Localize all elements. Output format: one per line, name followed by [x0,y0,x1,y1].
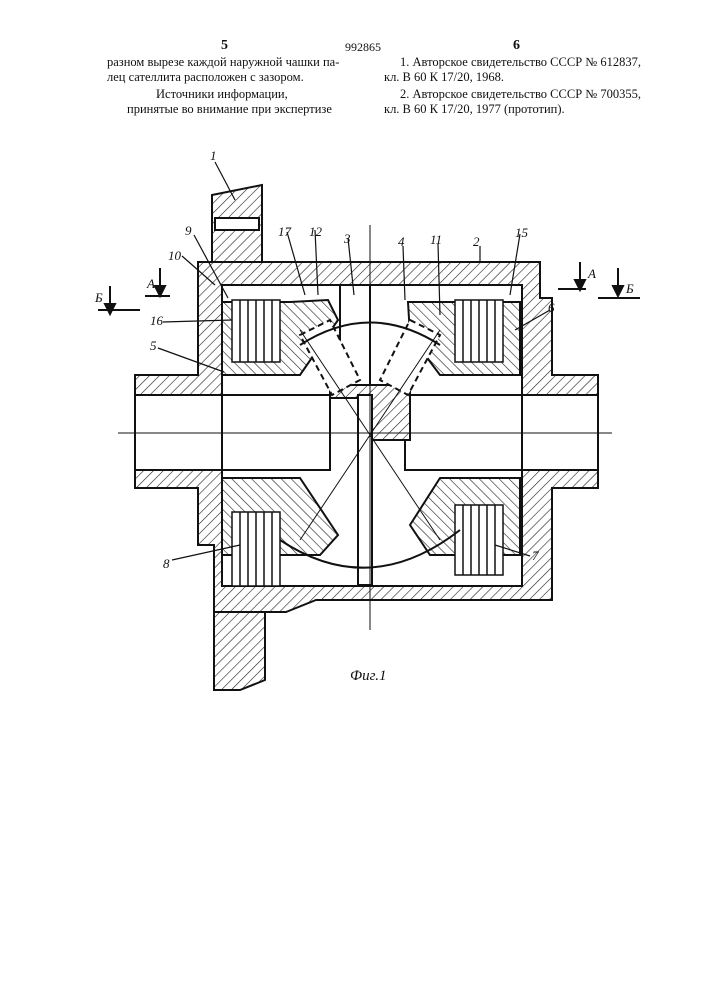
part-label-16: 16 [150,313,164,328]
section-label-b-left: Б [94,290,103,305]
section-label-a-left: A [146,276,155,291]
part-label-4: 4 [398,234,405,249]
part-label-3: 3 [343,231,351,246]
clutch-pack-lower-left [232,512,280,586]
part-label-17: 17 [278,224,292,239]
part-label-11: 11 [430,232,442,247]
clutch-pack-lower-right [455,505,503,575]
clutch-pack-upper-right [455,300,503,362]
part-label-5: 5 [150,338,157,353]
section-label-b-right: Б [625,281,634,296]
part-label-2: 2 [473,234,480,249]
clutch-pack-upper-left [232,300,280,362]
part-label-9: 9 [185,223,192,238]
part-label-6: 6 [548,300,555,315]
section-label-a-right: A [587,266,596,281]
part-label-10: 10 [168,248,182,263]
part-label-8: 8 [163,556,170,571]
part-label-1: 1 [210,148,217,163]
part-label-12: 12 [309,224,323,239]
part-label-15: 15 [515,225,529,240]
part-label-7: 7 [532,548,539,563]
figure-caption: Фиг.1 [350,668,386,684]
